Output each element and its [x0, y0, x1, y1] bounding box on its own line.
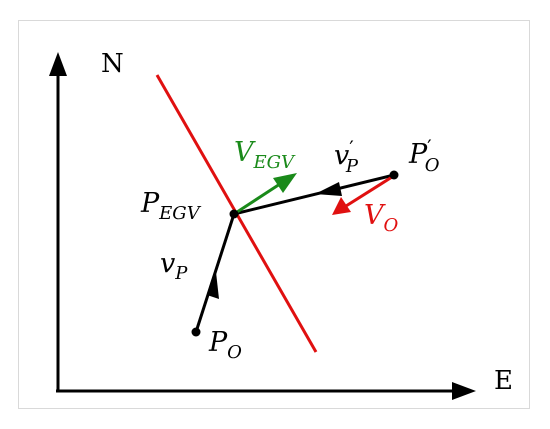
label-p-o: PO: [208, 327, 242, 363]
label-v-o-main: V: [364, 200, 386, 231]
label-p-egv-sub: EGV: [158, 203, 202, 224]
label-p-egv: PEGV: [140, 188, 202, 224]
label-p-o-prime-main: P: [408, 139, 428, 170]
axes: [49, 52, 476, 400]
label-v-egv: VEGV: [234, 137, 296, 173]
east-axis-arrowhead: [452, 382, 476, 400]
point-po-prime: [389, 170, 399, 180]
segment-po-to-pegv: [194, 213, 236, 333]
east-label: E: [494, 366, 513, 396]
label-p-o-prime-prime: ′: [427, 135, 432, 159]
label-v-p-prime-sub: P: [345, 156, 359, 177]
diagram-frame: [18, 20, 530, 409]
label-p-egv-main: P: [140, 188, 160, 219]
relative-path: [194, 173, 395, 333]
label-p-o-prime: P′O: [408, 135, 440, 176]
label-v-egv-main: V: [234, 137, 256, 168]
label-v-p-sub: P: [174, 263, 188, 284]
label-v-p-prime: v′P: [334, 136, 359, 177]
point-po: [191, 327, 201, 337]
point-pegv: [229, 209, 239, 219]
label-v-o: VO: [364, 200, 399, 236]
segment-po-prime-to-pegv: [233, 173, 395, 216]
label-p-o-sub: O: [227, 342, 242, 363]
label-v-p-main: v: [160, 248, 175, 279]
north-label: N: [101, 49, 124, 79]
label-p-o-main: P: [208, 327, 228, 358]
label-v-p: vP: [160, 248, 188, 284]
v-o-arrow: [332, 175, 393, 215]
label-v-egv-sub: EGV: [253, 152, 297, 173]
v-egv-arrow: [233, 173, 297, 216]
label-p-o-prime-sub: O: [425, 155, 440, 176]
v-p-arrowhead: [207, 272, 219, 299]
v-p-prime-arrowhead: [315, 182, 342, 196]
label-v-p-prime-main: v: [334, 140, 349, 171]
north-axis-arrowhead: [49, 52, 67, 76]
label-v-p-prime-prime: ′: [349, 136, 354, 160]
label-v-o-sub: O: [384, 215, 399, 236]
